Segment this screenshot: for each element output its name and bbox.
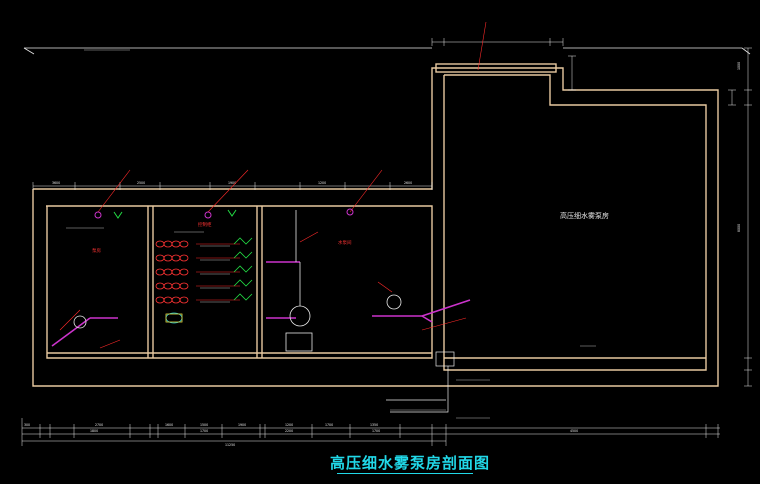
dim-b2-3: 2200 [285, 429, 293, 433]
roof-dimension [431, 38, 564, 46]
dim-bot-5: 1900 [238, 423, 246, 427]
room-title-1: 泵房 [92, 247, 101, 254]
drawing-title: 高压细水雾泵房剖面图 [329, 454, 490, 472]
dim-bot-4: 1500 [200, 423, 208, 427]
dim-bot-8: 1350 [370, 423, 378, 427]
dim-top-1: 3600 [52, 181, 60, 185]
ceiling-fixtures [94, 208, 354, 219]
dim-top-3: 1900 [228, 181, 236, 185]
dim-bot-7: 1700 [325, 423, 333, 427]
pumps [73, 210, 402, 352]
room-label: 高压细水雾泵房 [560, 211, 609, 220]
building-outline [32, 63, 719, 387]
room-title-2: 控制柜 [198, 221, 212, 228]
nozzles [113, 209, 237, 219]
dim-b2-5: 4500 [570, 429, 578, 433]
dim-top-2: 2500 [137, 181, 145, 185]
cylinder-rack [155, 237, 253, 324]
dim-bot-3: 1600 [165, 423, 173, 427]
right-dimension-chain [568, 47, 752, 387]
ground-line [23, 47, 751, 55]
leader-lines [59, 21, 487, 349]
dim-top-5: 2600 [404, 181, 412, 185]
dim-b2-4: 1700 [372, 429, 380, 433]
dim-bot-2: 2700 [95, 423, 103, 427]
dim-right-2: 8000 [737, 224, 741, 232]
dim-overall: 11250 [225, 443, 235, 447]
dim-right-1: 1000 [737, 62, 741, 70]
bottom-dimension-chain [21, 418, 720, 446]
pipes [51, 261, 471, 347]
title-underline [337, 473, 473, 474]
dimension-labels: 3600 2500 1900 1200 2600 300 2700 1600 1… [24, 62, 741, 447]
sump-pit [386, 351, 455, 413]
dim-top-4: 1200 [318, 181, 326, 185]
annotation-marks [66, 49, 596, 419]
dim-bot-6: 1200 [285, 423, 293, 427]
dim-bot-1: 300 [24, 423, 30, 427]
dim-b2-2: 1700 [200, 429, 208, 433]
room-title-3: 水泵间 [338, 239, 352, 246]
dim-b2-1: 1800 [90, 429, 98, 433]
